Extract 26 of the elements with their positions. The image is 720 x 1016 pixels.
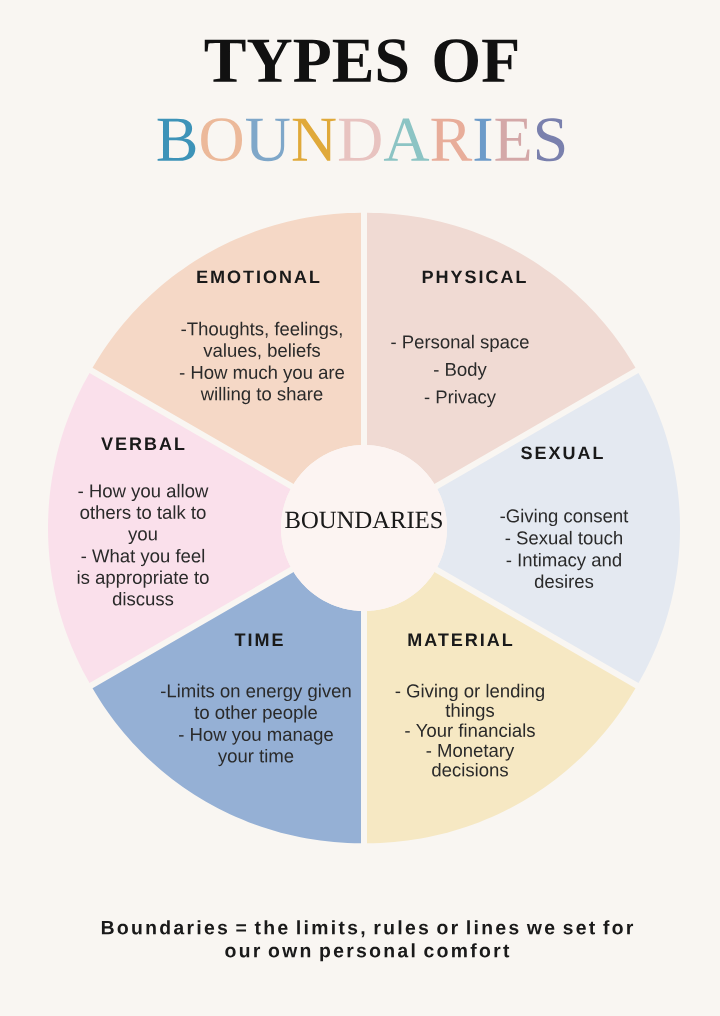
wheel-segment: [367, 572, 636, 844]
segment-heading: MATERIAL: [408, 633, 513, 646]
caption: Boundaries = the limits, rules or lines we set for our own personal comfort: [101, 920, 634, 962]
bullet-text: - How much you are willing to share: [179, 365, 345, 405]
bullet-text: - Monetary decisions: [426, 744, 515, 777]
bullet-text: -Giving consent: [500, 508, 629, 527]
bullet-text: - Sexual touch: [505, 530, 622, 545]
wheel-segment: [92, 212, 361, 484]
bullet-text: - Personal space: [391, 334, 529, 353]
wheel-segment: [92, 572, 361, 844]
bullet-text: - Your financials: [405, 723, 535, 737]
bullet-text: -Limits on energy given to other people: [161, 683, 351, 723]
bullet-text: -Thoughts, feelings, values, beliefs: [181, 321, 342, 360]
bullet-text: - Body: [434, 362, 487, 380]
bullet-text: - Intimacy and desires: [506, 552, 621, 589]
segment-heading: EMOTIONAL: [197, 270, 320, 284]
bullet-text: - Privacy: [424, 389, 496, 408]
wheel-segment: [367, 212, 636, 484]
bullet-text: - Giving or lending things: [395, 683, 544, 721]
bullet-text: - What you feel is appropriate to discuss: [77, 548, 209, 606]
segment-heading: VERBAL: [101, 437, 185, 450]
bullet-text: - How you allow others to talk to you: [78, 483, 209, 545]
segment-heading: PHYSICAL: [422, 270, 526, 284]
segment-heading: TIME: [234, 633, 283, 646]
segment-heading: SEXUAL: [521, 446, 603, 460]
bullet-text: - How you manage your time: [179, 728, 333, 767]
